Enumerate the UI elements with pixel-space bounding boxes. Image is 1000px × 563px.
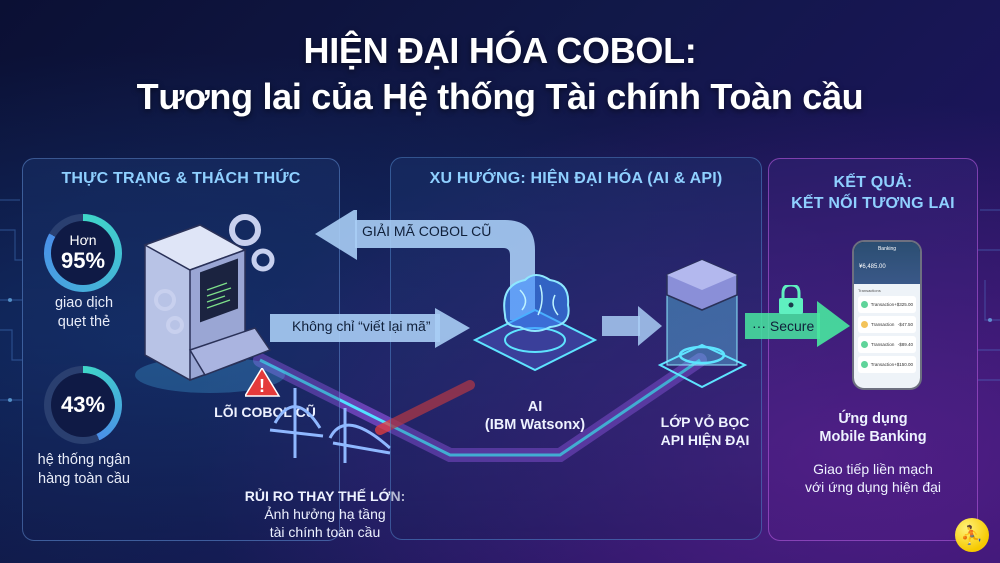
transaction-row: Transaction+$325.00 <box>858 296 916 313</box>
transaction-row: Transaction-$47.50 <box>858 316 916 333</box>
stat2-label-line1: hệ thống ngân <box>37 452 131 468</box>
ai-label: AI (IBM Watsonx) <box>470 398 600 434</box>
middle-panel-title: XU HƯỚNG: HIỆN ĐẠI HÓA (AI & API) <box>429 170 723 187</box>
broken-bridge-icon: ! <box>245 368 391 463</box>
decode-arrow <box>315 210 535 320</box>
transaction-row: Transaction-$89.40 <box>858 336 916 353</box>
secure-arrow <box>745 285 850 347</box>
stat-ring-95: Hơn 95% <box>44 214 122 292</box>
right-title-line1: KẾT QUẢ: <box>833 174 913 191</box>
stat2-label: hệ thống ngân hàng toàn cầu <box>26 451 142 489</box>
transaction-amount: +$150.00 <box>894 362 913 367</box>
stat1-label-line2: quẹt thẻ <box>57 314 111 330</box>
secure-label: ··· Secure <box>752 318 814 334</box>
transaction-amount: -$47.50 <box>897 322 913 327</box>
right-panel-title: KẾT QUẢ: KẾT NỐI TƯƠNG LAI <box>768 172 978 214</box>
transaction-amount: +$325.00 <box>894 302 913 307</box>
api-label: LỚP VỎ BỌC API HIỆN ĐẠI <box>650 413 760 449</box>
stat2-value: 43% <box>60 392 106 417</box>
transaction-name: Transaction <box>871 342 895 347</box>
app-title-line1: Ứng dụng <box>838 411 908 427</box>
mobile-banking-phone: Banking ¥6,485.00 Transactions Transacti… <box>852 240 922 390</box>
stat1-value: 95% <box>60 248 106 273</box>
phone-header: Banking <box>877 246 897 252</box>
svg-text:!: ! <box>259 376 265 396</box>
page-title: HIỆN ĐẠI HÓA COBOL: Tương lai của Hệ thố… <box>0 28 1000 120</box>
app-desc-line1: Giao tiếp liền mạch <box>813 461 933 477</box>
transaction-name: Transaction <box>871 322 895 327</box>
rewrite-arrow <box>270 308 470 348</box>
right-title-line2: KẾT NỐI TƯƠNG LAI <box>791 195 955 212</box>
stat1-label-line1: giao dịch <box>54 295 114 311</box>
transaction-row: Transaction+$150.00 <box>858 356 916 373</box>
rewrite-arrow-label: Không chỉ “viết lại mã” <box>292 318 431 334</box>
stat2-label-line2: hàng toàn cầu <box>38 471 130 487</box>
api-label-line1: LỚP VỎ BỌC <box>660 414 750 430</box>
api-wrapper-icon <box>657 259 748 389</box>
title-line-1: HIỆN ĐẠI HÓA COBOL: <box>303 30 697 71</box>
lock-icon <box>779 285 803 314</box>
mainframe-computer-icon <box>135 214 285 393</box>
warning-icon <box>245 368 281 397</box>
ai-label-line2: (IBM Watsonx) <box>484 417 586 433</box>
api-label-line2: API HIỆN ĐẠI <box>660 432 750 448</box>
app-title: Ứng dụng Mobile Banking <box>790 410 956 446</box>
stat1-label: giao dịch quẹt thẻ <box>36 294 132 332</box>
secure-dots: ··· <box>752 318 766 334</box>
app-desc-line2: với ứng dụng hiện đại <box>804 479 942 495</box>
phone-section-title: Transactions <box>858 288 881 293</box>
transaction-name: Transaction <box>870 302 895 307</box>
risk-line1: Ảnh hưởng hạ tầng <box>264 506 386 522</box>
transaction-amount: -$89.40 <box>897 342 913 347</box>
left-panel-title: THỰC TRẠNG & THÁCH THỨC <box>61 170 301 187</box>
ai-label-line1: AI <box>527 399 543 415</box>
secure-text: Secure <box>769 318 815 334</box>
title-line-2: Tương lai của Hệ thống Tài chính Toàn cầ… <box>136 76 864 117</box>
phone-balance: ¥6,485.00 <box>859 264 886 270</box>
risk-caption: RỦI RO THAY THẾ LỚN: Ảnh hưởng hạ tầng t… <box>240 487 410 541</box>
risk-line2: tài chính toàn cầu <box>269 524 381 540</box>
stat1-prefix: Hơn <box>69 232 97 248</box>
ai-brain-chip-icon <box>472 274 598 372</box>
risk-title: RỦI RO THAY THẾ LỚN: <box>244 488 406 504</box>
running-man-logo-icon: ⛹ <box>955 518 989 552</box>
app-description: Giao tiếp liền mạch với ứng dụng hiện đạ… <box>790 460 956 496</box>
stat-ring-43: 43% <box>44 366 122 444</box>
ai-to-api-arrow <box>602 306 662 346</box>
transaction-name: Transaction <box>870 362 895 367</box>
app-title-line2: Mobile Banking <box>819 429 927 445</box>
decode-arrow-label: GIẢI MÃ COBOL CŨ <box>362 223 492 239</box>
